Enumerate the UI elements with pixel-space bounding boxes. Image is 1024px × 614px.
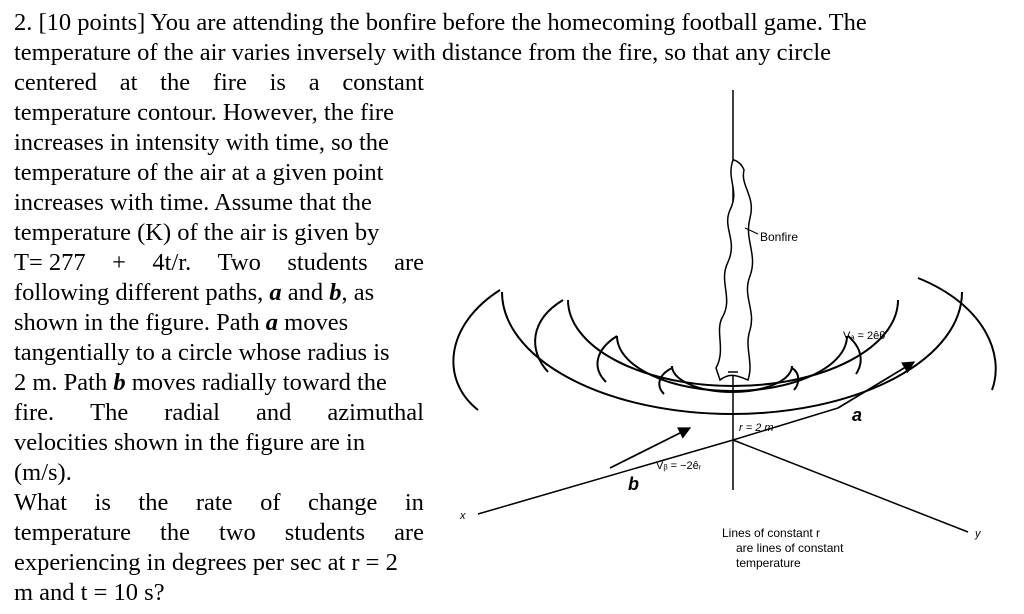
problem-line-13: 2 m. Path b moves radially toward the [14, 369, 387, 396]
inner-arc-left [596, 335, 618, 383]
problem-line-10: following different paths, a and b, as [14, 279, 375, 306]
problem-line-19: experiencing in degrees per sec at r = 2 [14, 549, 398, 576]
problem-line-20: m and t = 10 s? [14, 579, 165, 606]
middle-arc-left [534, 299, 564, 373]
caption-line-1: Lines of constant r [722, 526, 820, 540]
problem-line-16: (m/s). [14, 459, 72, 486]
problem-line-2: temperature of the air varies inversely … [14, 39, 832, 66]
contour-arc-4 [501, 291, 963, 415]
problem-line-1: 2. [10 points] You are attending the bon… [14, 9, 867, 36]
problem-line-5: increases in intensity with time, so the [14, 129, 389, 156]
path-a-label: a [852, 405, 862, 425]
bonfire-flame-icon [715, 159, 754, 382]
small-arc-right [791, 367, 800, 391]
path-b-arrow [609, 427, 692, 469]
caption-line-3: temperature [736, 556, 801, 570]
vb-label: Vᵦ = −2êᵣ [656, 460, 702, 472]
bonfire-diagram: Bonfire Vₐ = 2êθ a Vᵦ = −2êᵣ b r = 2 m x… [452, 90, 997, 570]
path-b-label: b [628, 474, 639, 494]
problem-line-12: tangentially to a circle whose radius is [14, 339, 390, 366]
problem-line-9: T= 277 + 4t/r. Two students are [14, 249, 424, 276]
va-label: Vₐ = 2êθ [843, 330, 885, 342]
y-axis [732, 439, 969, 533]
problem-line-8: temperature (K) of the air is given by [14, 219, 380, 246]
outer-arc-left [452, 289, 501, 411]
problem-line-4: temperature contour. However, the fire [14, 99, 394, 126]
contour-arc-2 [616, 335, 848, 392]
problem-line-11: shown in the figure. Path a moves [14, 309, 349, 336]
bonfire-leader-line [744, 227, 759, 235]
problem-line-17: What is the rate of change in [14, 489, 424, 516]
outer-arc-right [917, 277, 997, 391]
problem-text-column: centered at the fire is a constant tempe… [14, 68, 424, 608]
x-axis [477, 439, 734, 515]
inner-arc-right [847, 335, 862, 375]
problem-line-7: increases with time. Assume that the [14, 189, 372, 216]
path-a-arrow [837, 361, 916, 409]
radius-label: r = 2 m [739, 422, 774, 434]
bonfire-label: Bonfire [760, 230, 798, 244]
problem-line-6: temperature of the air at a given point [14, 159, 384, 186]
problem-line-14: fire. The radial and azimuthal [14, 399, 424, 426]
radius-line [732, 407, 839, 441]
small-arc-left [658, 367, 673, 395]
x-axis-label: x [459, 510, 466, 522]
problem-line-18: temperature the two students are [14, 519, 424, 546]
problem-line-3: centered at the fire is a constant [14, 69, 424, 96]
problem-line-15: velocities shown in the figure are in [14, 429, 366, 456]
caption-line-2: are lines of constant [736, 541, 844, 555]
y-axis-label: y [974, 528, 982, 540]
